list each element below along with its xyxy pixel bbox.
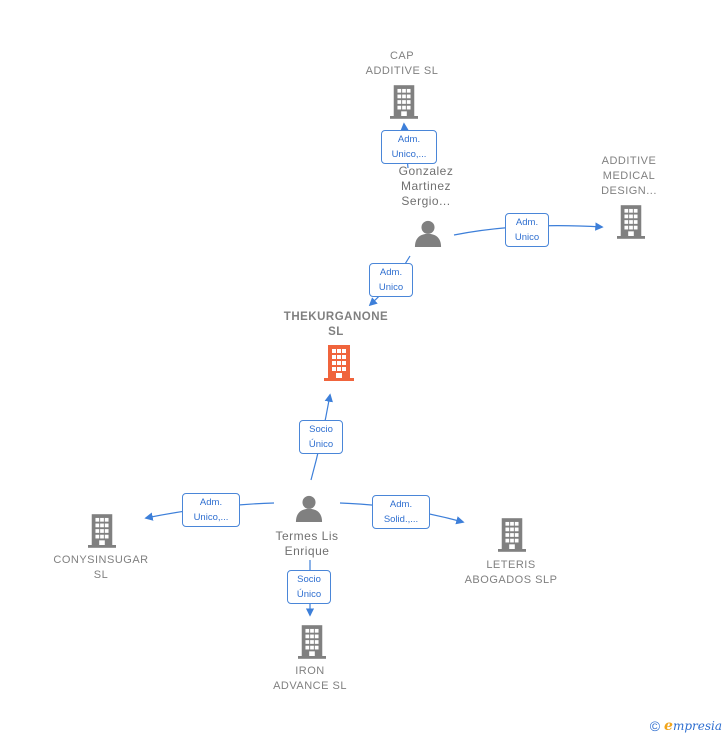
edge-label-gonzalez-additive[interactable]: Adm. Unico [505,213,549,247]
person-icon [295,495,323,522]
brand-logo[interactable]: empresia [664,718,722,734]
node-iron-advance[interactable]: IRON ADVANCE SL [273,665,347,692]
edge-label-termes-thek[interactable]: Socio Único [299,420,343,454]
node-conysinsugar[interactable]: CONYSINSUGAR SL [53,554,149,581]
copyright-icon: © [649,718,661,734]
edge-label-termes-cony[interactable]: Adm. Unico,... [182,493,240,527]
building-icon [324,345,354,381]
node-gonzalez[interactable]: Gonzalez Martinez Sergio... [398,164,454,208]
edge-label-gonzalez-cap[interactable]: Adm. Unico,... [381,130,437,164]
building-icon [88,514,116,548]
edge-label-termes-leteris[interactable]: Adm. Solid.,... [372,495,430,529]
node-termes[interactable]: Termes Lis Enrique [275,529,339,558]
edge-label-gonzalez-thek[interactable]: Adm. Unico [369,263,413,297]
node-thekurganone[interactable]: THEKURGANONE SL [283,311,389,338]
building-icon [498,518,526,552]
building-icon [390,85,418,119]
node-leteris[interactable]: LETERIS ABOGADOS SLP [464,559,558,586]
node-additive-medical[interactable]: ADDITIVE MEDICAL DESIGN... [601,155,657,197]
edge-label-termes-iron[interactable]: Socio Único [287,570,331,604]
building-icon [298,625,326,659]
building-icon [617,205,645,239]
person-icon [414,220,442,247]
node-cap-additive[interactable]: CAP ADDITIVE SL [365,50,439,77]
footer-brand: © empresia [650,718,722,734]
